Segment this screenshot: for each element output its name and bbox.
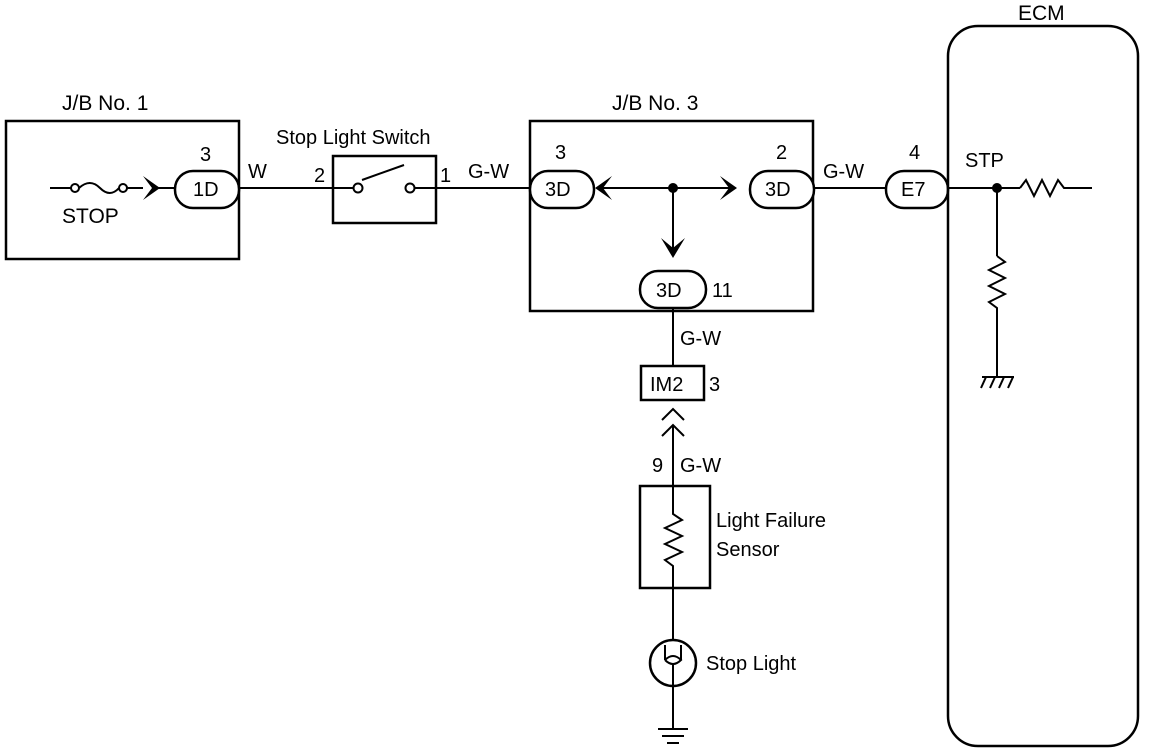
stop-light-switch: Stop Light Switch 2 1	[276, 127, 451, 225]
jb3-right-connector-label: 3D	[765, 179, 791, 201]
wire-gw-3-label: G-W	[680, 328, 721, 350]
stop-light-bulb-icon	[648, 638, 698, 688]
wire-gw-1-label: G-W	[468, 161, 509, 183]
wire-gw-4-label: G-W	[680, 455, 721, 477]
ground-icon	[658, 728, 688, 744]
jb3-bottom-pin: 11	[712, 280, 733, 302]
im2-open-chevron-icon-1	[661, 407, 685, 421]
jb3-right-chevron-icon	[720, 176, 737, 200]
jb3-title: J/B No. 3	[612, 92, 698, 115]
connector-1d-pin: 3	[200, 144, 211, 166]
junction-block-1: J/B No. 1 STOP 1D 3	[4, 92, 241, 261]
jb3-right-pin: 2	[776, 142, 787, 164]
ecm-series-resistor-icon	[1019, 177, 1092, 199]
switch-contact-icon	[333, 164, 436, 194]
jb3-left-chevron-icon	[595, 176, 612, 200]
ecm-title: ECM	[1018, 2, 1065, 25]
jb3-bottom-connector-label: 3D	[656, 280, 682, 302]
ecm-box	[946, 24, 1140, 748]
stop-fuse-icon	[50, 182, 143, 194]
light-failure-sensor: Light Failure Sensor	[638, 484, 826, 590]
jb3-box	[528, 119, 815, 313]
jb3-right-connector	[748, 169, 816, 210]
sensor-pin: 9	[652, 455, 663, 477]
jb3-left-pin: 3	[555, 142, 566, 164]
jb1-title: J/B No. 1	[62, 92, 148, 115]
stop-fuse-label: STOP	[62, 205, 119, 228]
connector-im2: IM2 3	[639, 364, 720, 402]
ecm-terminal-stp: STP	[965, 150, 1004, 172]
jb3-down-chevron-icon	[661, 238, 685, 258]
jb3-left-connector-label: 3D	[545, 179, 571, 201]
sensor-resistor-icon	[662, 486, 685, 588]
ecm-pulldown-resistor-icon	[986, 255, 1008, 376]
wire-gw-2-label: G-W	[823, 161, 864, 183]
switch-box	[331, 154, 438, 225]
ecm-connector-e7: E7 4	[884, 142, 950, 210]
connector-e7-label: E7	[901, 179, 925, 201]
im2-label: IM2	[650, 374, 683, 396]
sensor-box	[638, 484, 712, 590]
jb3-left-connector	[528, 169, 596, 210]
switch-pin-in: 2	[314, 165, 325, 187]
sensor-label-line1: Light Failure	[716, 510, 826, 532]
ecm-ground-icon	[980, 376, 1014, 389]
connector-1d-label: 1D	[193, 179, 219, 201]
wire-w-label: W	[248, 161, 267, 183]
im2-pin: 3	[709, 374, 720, 396]
switch-title: Stop Light Switch	[276, 127, 431, 149]
im2-box	[639, 364, 706, 402]
sensor-label-line2: Sensor	[716, 539, 780, 561]
connector-1d	[173, 169, 241, 210]
junction-block-3: J/B No. 3 3D 3 3D 2 3D 11	[528, 92, 816, 313]
connector-e7-pin: 4	[909, 142, 920, 164]
ecm: ECM STP	[946, 2, 1140, 748]
switch-pin-out: 1	[440, 165, 451, 187]
stop-light-label: Stop Light	[706, 653, 797, 675]
